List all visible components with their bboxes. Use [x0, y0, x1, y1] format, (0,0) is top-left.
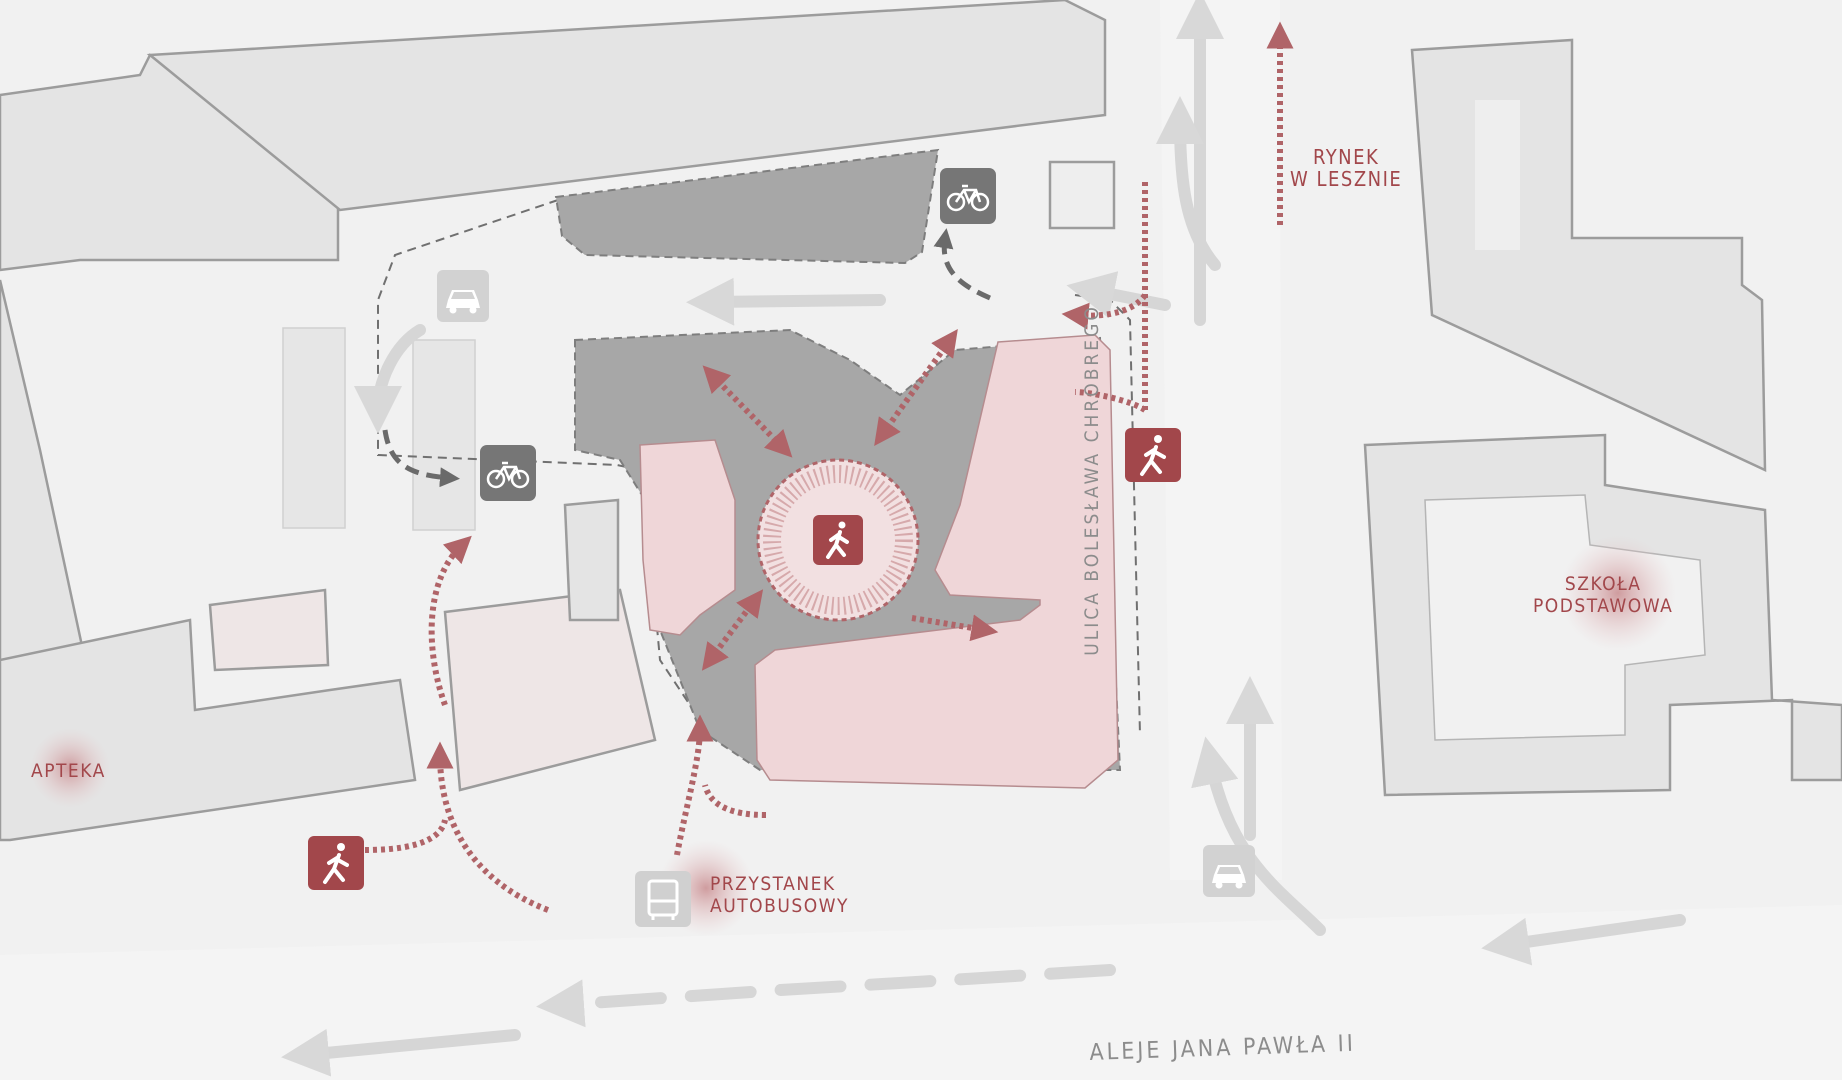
bicycle-icon [480, 445, 536, 501]
building-kiosk [1048, 160, 1116, 230]
building-shop [443, 588, 657, 792]
green-areas [639, 334, 1119, 789]
car-icon [437, 270, 489, 322]
building-north [146, 0, 1107, 212]
building-small-box-1 [208, 588, 330, 672]
traffic-arrows [281, 0, 1686, 1077]
building-north-left [0, 53, 340, 272]
pedestrian-icon [1125, 428, 1181, 482]
pedestrian-icon [813, 515, 863, 565]
parking-stalls [282, 327, 476, 531]
pedestrian-icon [308, 836, 364, 890]
label-szkola: SZKOŁA PODSTAWOWA [1533, 573, 1674, 617]
car-icon [1203, 845, 1255, 897]
bike-arrows [382, 228, 991, 488]
label-przystanek: PRZYSTANEK AUTOBUSOWY [710, 873, 849, 917]
bus-icon [635, 871, 691, 927]
site-boundary [377, 199, 761, 731]
building-annex [563, 498, 620, 622]
pedestrian-arrows [364, 21, 1294, 913]
label-rynek: RYNEK W LESZNIE [1290, 145, 1403, 191]
bicycle-icon [940, 168, 996, 224]
label-apteka: APTEKA [31, 760, 106, 782]
street-chrobrego: ULICA BOLESŁAWA CHROBREGO [1081, 304, 1103, 656]
